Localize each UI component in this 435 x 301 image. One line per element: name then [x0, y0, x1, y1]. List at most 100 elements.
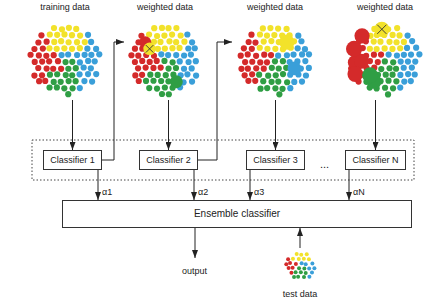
data-point — [390, 59, 396, 65]
data-point — [238, 66, 244, 72]
data-point — [47, 31, 53, 37]
data-point — [249, 59, 255, 65]
data-point — [192, 45, 198, 51]
data-point — [397, 72, 403, 78]
data-point — [382, 45, 388, 51]
data-point — [377, 39, 383, 45]
data-point — [393, 66, 399, 72]
data-point — [256, 72, 262, 78]
data-point — [396, 32, 402, 38]
data-point — [42, 78, 48, 84]
data-point — [397, 84, 403, 90]
data-point — [268, 52, 274, 58]
data-point — [249, 71, 255, 77]
data-point — [405, 71, 411, 77]
data-point — [92, 58, 98, 64]
data-point — [275, 25, 281, 31]
data-point — [40, 45, 46, 51]
data-point — [36, 78, 42, 84]
data-point — [257, 31, 263, 37]
data-point — [173, 25, 179, 31]
data-point — [290, 52, 296, 58]
data-point — [292, 275, 296, 279]
data-point — [170, 75, 183, 88]
data-point — [65, 66, 71, 72]
data-point — [166, 91, 172, 97]
data-point — [265, 73, 271, 79]
data-point — [184, 31, 190, 37]
data-point — [297, 257, 301, 261]
data-point — [62, 59, 68, 65]
data-point — [165, 52, 171, 58]
data-point — [77, 45, 83, 51]
data-point — [252, 78, 258, 84]
data-point — [268, 79, 274, 85]
data-point — [413, 45, 419, 51]
data-point — [93, 46, 99, 52]
data-point — [74, 52, 80, 58]
data-point — [253, 65, 259, 71]
data-point — [272, 85, 278, 91]
data-point — [178, 32, 184, 38]
data-point — [241, 45, 247, 51]
data-point — [96, 51, 102, 57]
data-point — [46, 84, 52, 90]
data-point — [386, 39, 392, 45]
data-point — [177, 58, 183, 64]
data-point — [385, 91, 391, 97]
data-point — [158, 51, 164, 57]
data-point — [51, 52, 57, 58]
data-point — [409, 64, 415, 70]
data-point — [58, 79, 64, 85]
flow-arrow — [375, 100, 376, 150]
data-point — [31, 46, 37, 52]
data-point — [276, 91, 282, 97]
data-point — [238, 53, 244, 59]
data-point — [346, 41, 362, 57]
data-point — [260, 25, 266, 31]
data-point — [147, 72, 153, 78]
data-point — [302, 58, 308, 64]
data-point — [394, 52, 400, 58]
data-point — [405, 58, 411, 64]
data-point — [304, 271, 308, 275]
data-point — [382, 58, 388, 64]
data-point — [135, 65, 141, 71]
data-point — [51, 79, 57, 85]
data-point — [291, 266, 295, 270]
data-point — [389, 72, 395, 78]
data-point — [66, 39, 72, 45]
classifier-box: Classifier 1 — [43, 150, 102, 170]
data-point — [189, 65, 195, 71]
data-point — [296, 275, 300, 279]
data-point — [299, 51, 305, 57]
data-point — [375, 59, 381, 65]
data-point — [307, 275, 311, 279]
data-point — [245, 66, 251, 72]
data-point — [46, 58, 52, 64]
data-point — [36, 52, 42, 58]
data-point — [389, 46, 395, 52]
data-point — [181, 52, 187, 58]
classifier-name: Classifier 1 — [50, 155, 95, 166]
data-point — [151, 25, 157, 31]
data-point — [39, 72, 45, 78]
data-point — [252, 40, 258, 46]
data-point — [288, 62, 302, 76]
data-point — [158, 78, 164, 84]
data-point — [249, 46, 255, 52]
data-point — [77, 59, 83, 65]
data-point — [268, 38, 274, 44]
data-point — [371, 52, 377, 58]
data-point — [393, 39, 399, 45]
data-point — [269, 65, 275, 71]
data-point — [401, 65, 407, 71]
data-point — [66, 25, 72, 31]
data-point — [85, 58, 91, 64]
data-point — [158, 64, 164, 70]
data-point — [264, 46, 270, 52]
data-point — [305, 252, 309, 256]
data-point — [73, 78, 79, 84]
data-point — [245, 51, 251, 57]
data-point — [58, 66, 64, 72]
